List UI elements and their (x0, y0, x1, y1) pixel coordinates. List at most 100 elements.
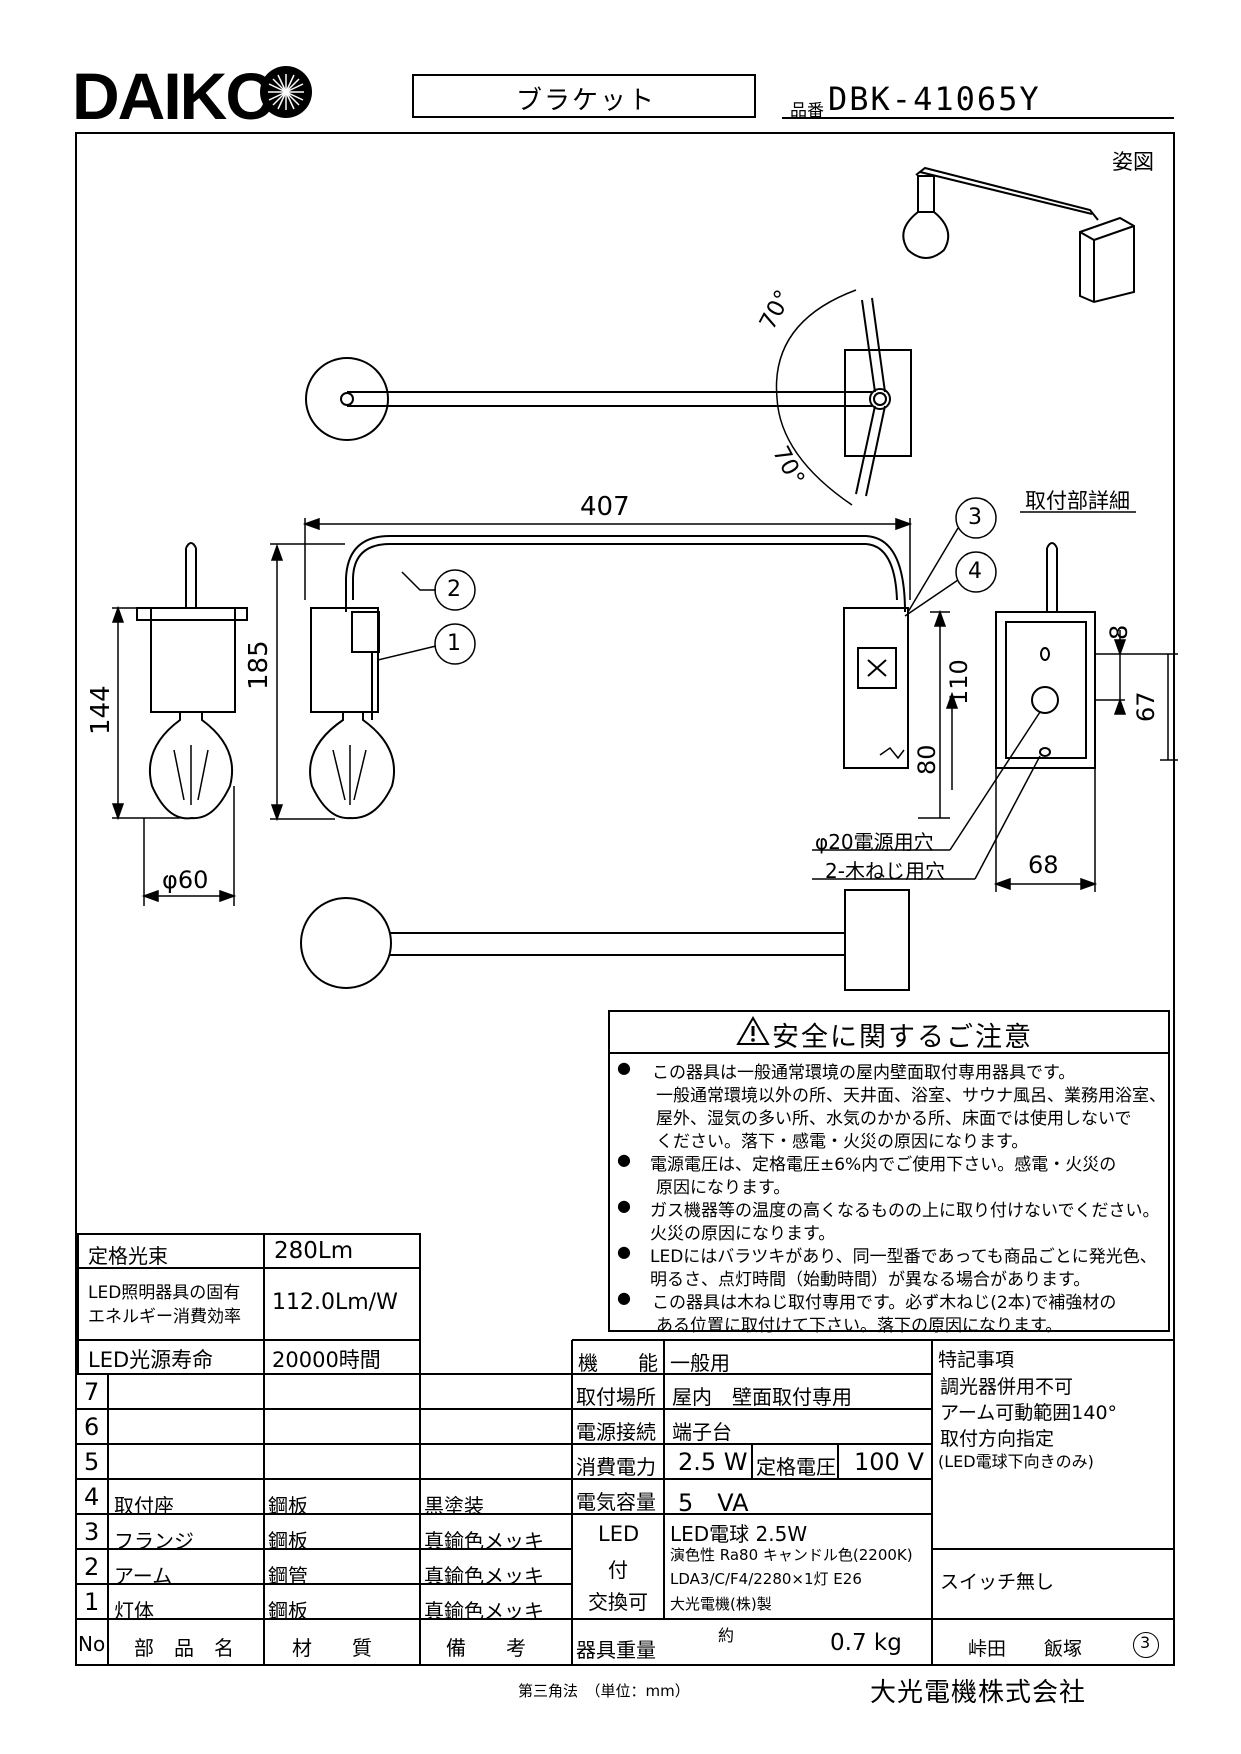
dim-width: 407 (580, 492, 630, 522)
safety-text: 電源電圧は、定格電圧±6%内でご使用下さい。感電・火災の (650, 1155, 1117, 1175)
part-note: 真鍮色メッキ (424, 1564, 544, 1588)
bullet-icon: ● (617, 1150, 631, 1169)
safety-text: ガス機器等の温度の高くなるものの上に取り付けないでください。 (650, 1201, 1160, 1221)
hole-label-screw: 2-木ねじ用穴 (825, 859, 945, 883)
led-label-1: LED (598, 1522, 640, 1546)
model-label: 品番 (790, 101, 824, 121)
part-no: 7 (84, 1378, 100, 1406)
sun-logo-icon (260, 66, 312, 118)
spec-efficiency-label-2: エネルギー消費効率 (88, 1307, 241, 1327)
spec-lumen-label: 定格光束 (88, 1244, 168, 1268)
part-no: 2 (84, 1553, 100, 1581)
part-material: 鋼板 (268, 1599, 308, 1623)
location-value: 屋内 壁面取付専用 (672, 1385, 852, 1409)
projection-note: 第三角法 （単位：mm） (518, 1682, 690, 1700)
part-material: 鋼板 (268, 1529, 308, 1553)
part-material: 鋼管 (268, 1564, 308, 1588)
safety-text: この器具は木ねじ取付専用です。必ず木ねじ(2本)で補強材の (652, 1293, 1117, 1313)
part-name: アーム (114, 1564, 173, 1588)
header-note: 備 考 (446, 1636, 526, 1660)
location-label: 取付場所 (576, 1385, 656, 1409)
part-material: 鋼板 (268, 1494, 308, 1518)
led-label-2: 付 (608, 1558, 628, 1582)
notes-line: 取付方向指定 (940, 1428, 1055, 1450)
category-label: ブラケット (516, 86, 657, 116)
signatures: 峠田 飯塚 (968, 1638, 1083, 1660)
revision-circle (1133, 1632, 1159, 1658)
voltage-label: 定格電圧 (756, 1455, 836, 1479)
voltage-value: 100 V (854, 1448, 924, 1476)
category-box (412, 74, 756, 118)
dim-68: 68 (1028, 851, 1059, 879)
weight-label: 器具重量 (576, 1638, 656, 1662)
bullet-icon: ● (617, 1288, 631, 1307)
safety-title-rule (608, 1052, 1170, 1054)
part-name: フランジ (114, 1529, 194, 1553)
perspective-label: 姿図 (1112, 150, 1154, 174)
bullet-icon: ● (617, 1242, 631, 1261)
notes-line: アーム可動範囲140° (940, 1402, 1118, 1424)
power-label: 消費電力 (576, 1455, 656, 1479)
safety-text: 屋外、湿気の多い所、水気のかかる所、床面では使用しないで (656, 1109, 1132, 1129)
led-value-2: 演色性 Ra80 キャンドル色(2200K) (670, 1546, 913, 1564)
safety-text: ある位置に取付けて下さい。落下の原因になります。 (656, 1316, 1063, 1336)
part-note: 真鍮色メッキ (424, 1599, 544, 1623)
bullet-icon: ● (617, 1058, 631, 1077)
callout-1: 1 (447, 631, 461, 656)
company-name: 大光電機株式会社 (870, 1678, 1087, 1708)
safety-box (608, 1010, 1170, 1332)
part-no: 5 (84, 1448, 100, 1476)
callout-4: 4 (968, 559, 982, 584)
spec-life-label: LED光源寿命 (88, 1348, 214, 1372)
connection-value: 端子台 (672, 1420, 732, 1444)
weight-approx: 約 (718, 1626, 735, 1645)
safety-text: LEDにはバラツキがあり、同一型番であっても商品ごとに発光色、 (650, 1247, 1157, 1267)
safety-text: この器具は一般通常環境の屋内壁面取付専用器具です。 (652, 1063, 1076, 1083)
brand-logo: DAIKO (72, 59, 277, 133)
safety-text: 火災の原因になります。 (650, 1224, 836, 1244)
function-label: 機 能 (578, 1351, 658, 1375)
connection-label: 電源接続 (576, 1420, 656, 1444)
led-value-1: LED電球 2.5W (670, 1522, 808, 1546)
notes-title: 特記事項 (938, 1349, 1015, 1371)
part-note: 黒塗装 (424, 1494, 484, 1518)
safety-text: 一般通常環境以外の所、天井面、浴室、サウナ風呂、業務用浴室、 (656, 1086, 1166, 1106)
spec-lumen-value: 280Lm (274, 1238, 354, 1264)
notes-line: (LED電球下向きのみ) (938, 1452, 1094, 1471)
capacity-label: 電気容量 (576, 1490, 656, 1514)
power-value: 2.5 W (678, 1448, 748, 1476)
spec-efficiency-label-1: LED照明器具の固有 (88, 1283, 241, 1303)
callout-2: 2 (447, 577, 461, 602)
function-value: 一般用 (670, 1351, 730, 1375)
led-value-4: 大光電機(株)製 (670, 1595, 772, 1613)
detail-label: 取付部詳細 (1025, 489, 1130, 513)
part-no: 6 (84, 1413, 100, 1441)
part-no: 1 (84, 1588, 100, 1616)
model-number: DBK-41065Y (828, 80, 1041, 118)
notes-line: 調光器併用不可 (940, 1376, 1074, 1398)
part-name: 灯体 (114, 1599, 154, 1623)
callout-3: 3 (968, 505, 982, 530)
bullet-icon: ● (617, 1196, 631, 1215)
safety-title: 安全に関するご注意 (772, 1022, 1033, 1053)
led-value-3: LDA3/C/F4/2280×1灯 E26 (670, 1570, 862, 1588)
header-material: 材 質 (292, 1636, 372, 1660)
part-name: 取付座 (114, 1494, 174, 1518)
part-no: 3 (84, 1518, 100, 1546)
safety-text: ください。落下・感電・火災の原因になります。 (656, 1132, 1029, 1152)
warning-triangle-icon (736, 1016, 770, 1045)
capacity-value: 5 VA (678, 1489, 749, 1517)
header-name: 部 品 名 (134, 1636, 234, 1660)
part-no: 4 (84, 1483, 100, 1511)
spec-life-value: 20000時間 (272, 1348, 381, 1372)
switch-note: スイッチ無し (940, 1571, 1055, 1593)
safety-text: 原因になります。 (656, 1178, 791, 1198)
led-label-3: 交換可 (588, 1590, 648, 1614)
header-no: No. (78, 1632, 112, 1656)
weight-value: 0.7 kg (830, 1630, 902, 1656)
revision-number: 3 (1140, 1633, 1151, 1652)
part-note: 真鍮色メッキ (424, 1529, 544, 1553)
safety-text: 明るさ、点灯時間（始動時間）が異なる場合があります。 (650, 1270, 1091, 1290)
